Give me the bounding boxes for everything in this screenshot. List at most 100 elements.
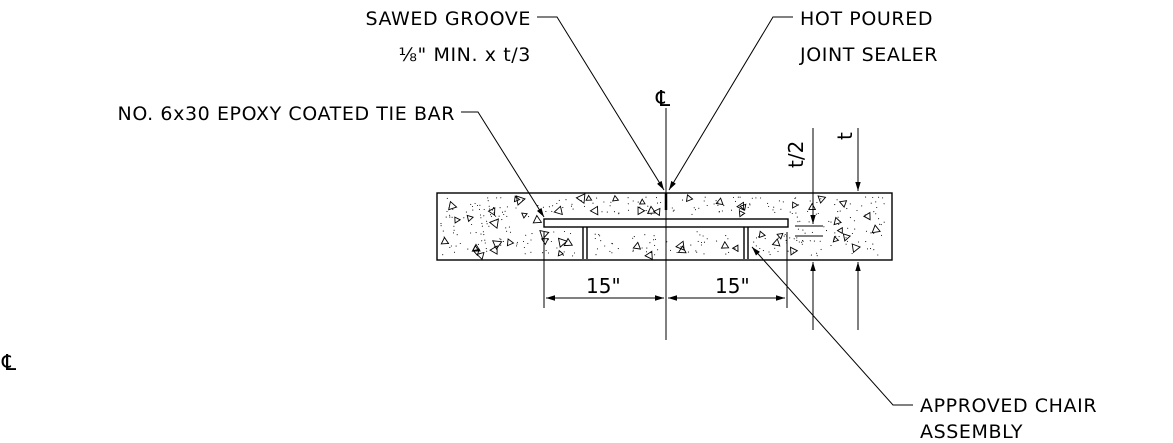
aggregate-dot: [502, 240, 505, 242]
aggregate-dot: [516, 243, 518, 245]
aggregate-dot: [703, 241, 706, 243]
aggregate-dot: [777, 250, 779, 253]
aggregate-dot: [483, 234, 485, 236]
aggregate-dot: [606, 211, 608, 213]
aggregate-triangle: [838, 200, 848, 208]
aggregate-dot: [545, 250, 547, 252]
aggregate-dot: [695, 250, 697, 252]
aggregate-dot: [499, 238, 501, 240]
aggregate-dot: [808, 221, 810, 223]
aggregate-dot: [847, 227, 849, 229]
aggregate-dot: [795, 212, 797, 214]
aggregate-dot: [875, 201, 877, 203]
aggregate-dot: [490, 214, 492, 216]
aggregate-dot: [819, 240, 821, 242]
aggregate-dot: [706, 204, 708, 207]
aggregate-dot: [481, 240, 483, 242]
aggregate-dot: [791, 212, 793, 215]
aggregate-dot: [700, 241, 703, 244]
aggregate-dot: [449, 214, 451, 216]
aggregate-dot: [878, 218, 880, 220]
aggregate-dot: [861, 205, 863, 207]
aggregate-dot: [632, 249, 634, 251]
aggregate-dot: [820, 248, 822, 250]
aggregate-dot: [501, 219, 503, 221]
aggregate-dot: [641, 247, 643, 249]
aggregate-dot: [530, 239, 532, 241]
aggregate-dot: [443, 236, 445, 238]
aggregate-dot: [669, 249, 672, 251]
aggregate-dot: [561, 253, 564, 255]
aggregate-dot: [849, 217, 851, 219]
aggregate-dot: [804, 232, 806, 234]
aggregate-dot: [449, 246, 451, 248]
aggregate-dot: [595, 254, 597, 256]
aggregate-dot: [483, 208, 485, 211]
aggregate-dot: [523, 246, 525, 249]
aggregate-dot: [442, 230, 444, 232]
aggregate-dot: [542, 252, 544, 254]
aggregate-dot: [873, 211, 875, 213]
aggregate-dot: [487, 200, 489, 202]
aggregate-dot: [506, 215, 508, 217]
aggregate-dot: [570, 205, 573, 207]
aggregate-dot: [653, 239, 655, 241]
aggregate-dot: [592, 202, 594, 204]
aggregate-triangle: [488, 218, 499, 230]
aggregate-dot: [713, 203, 715, 205]
aggregate-dot: [657, 249, 659, 251]
aggregate-dot: [802, 229, 804, 231]
aggregate-dot: [798, 241, 800, 243]
aggregate-dot: [823, 226, 825, 228]
aggregate-dot: [793, 238, 795, 240]
aggregate-dot: [673, 209, 675, 211]
aggregate-dot: [778, 200, 780, 202]
aggregate-dot: [500, 244, 502, 246]
aggregate-dot: [583, 205, 586, 207]
aggregate-dot: [501, 211, 504, 213]
aggregate-dot: [484, 242, 486, 244]
leader-chair-assembly: [751, 246, 913, 406]
dim-label-right: 15": [715, 274, 750, 298]
aggregate-triangle: [833, 216, 842, 226]
aggregate-dot: [477, 243, 479, 245]
aggregate-dot: [490, 215, 492, 217]
aggregate-dot: [838, 223, 840, 225]
aggregate-dot: [865, 230, 868, 232]
aggregate-dot: [479, 214, 482, 216]
aggregate-dot: [738, 208, 740, 210]
aggregate-triangle: [513, 195, 521, 203]
aggregate-triangle: [589, 205, 599, 216]
aggregate-dot: [542, 206, 544, 208]
aggregate-dot: [851, 252, 853, 255]
aggregate-triangle: [539, 230, 550, 241]
aggregate-triangle: [736, 201, 745, 211]
aggregate-triangle: [817, 195, 827, 204]
aggregate-dot: [611, 242, 613, 244]
aggregate-dot: [849, 203, 851, 205]
aggregate-dot: [471, 223, 473, 226]
aggregate-dot: [728, 251, 730, 253]
aggregate-dot: [604, 245, 606, 247]
aggregate-dot: [813, 240, 815, 242]
aggregate-dot: [552, 205, 554, 207]
aggregate-dot: [755, 197, 757, 199]
aggregate-triangle: [476, 251, 485, 261]
aggregate-dot: [883, 221, 885, 223]
aggregate-dot: [694, 209, 697, 211]
aggregate-triangle: [448, 200, 458, 211]
label-tie-bar: NO. 6x30 EPOXY COATED TIE BAR: [118, 103, 455, 125]
aggregate-triangle: [521, 212, 528, 219]
aggregate-dot: [653, 235, 655, 237]
aggregate-dot: [467, 248, 469, 250]
aggregate-triangle: [836, 226, 843, 235]
aggregate-triangle: [685, 194, 694, 203]
aggregate-triangle: [632, 241, 642, 250]
aggregate-dot: [448, 207, 450, 209]
aggregate-dot: [865, 196, 867, 198]
aggregate-triangle: [652, 207, 661, 217]
aggregate-dot: [732, 196, 735, 199]
aggregate-dot: [878, 196, 880, 198]
aggregate-dot: [482, 231, 484, 233]
